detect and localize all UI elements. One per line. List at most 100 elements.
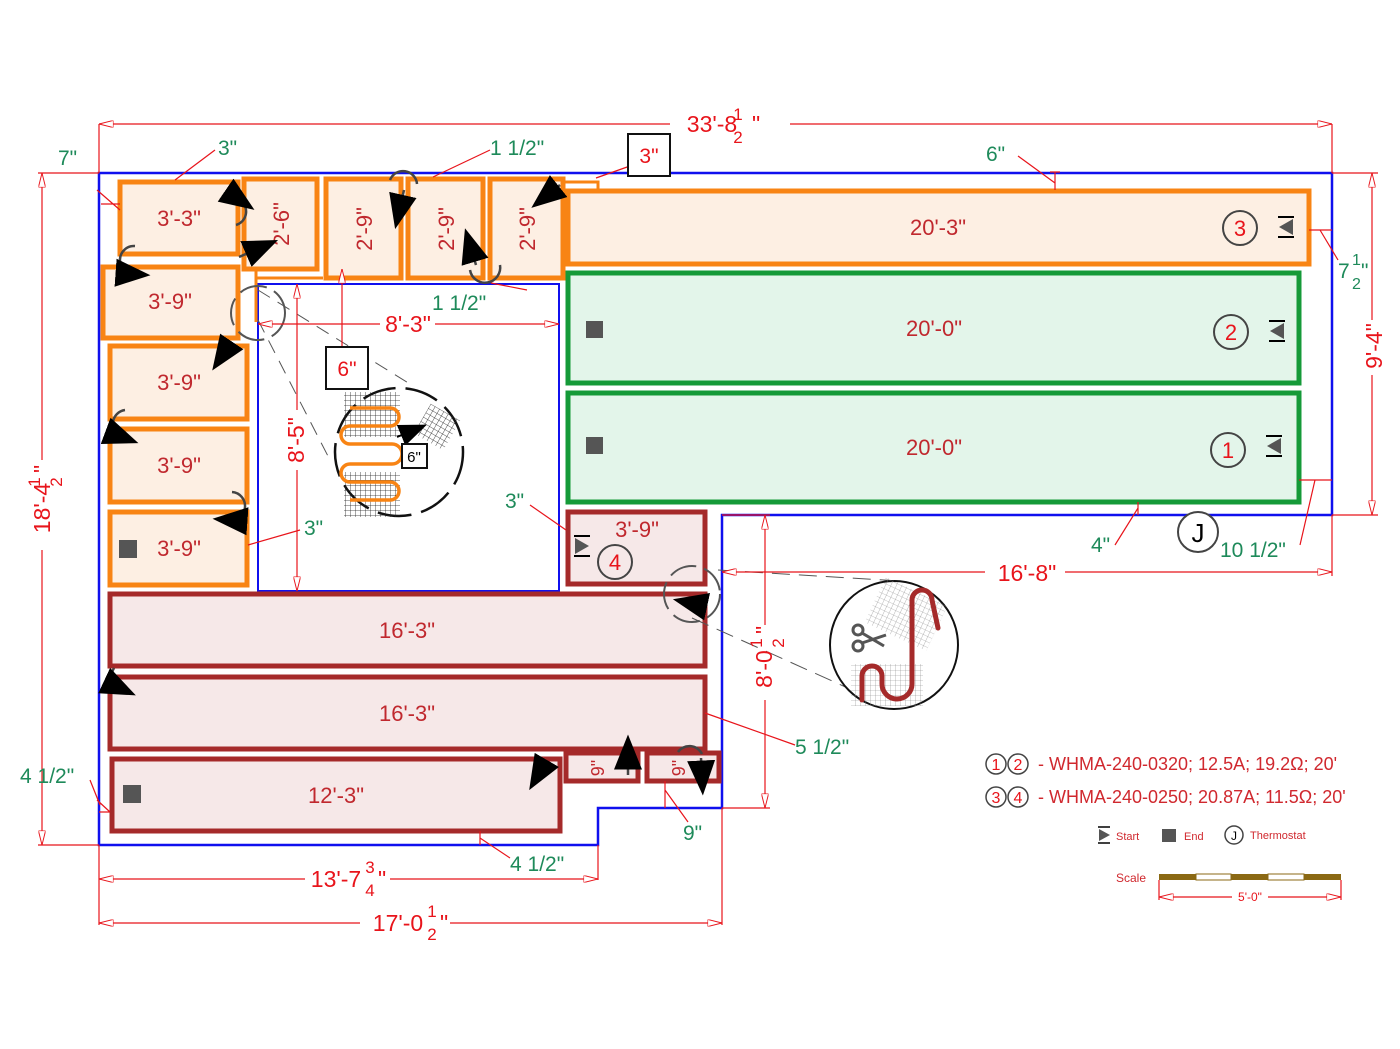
legend-row-1-text: - WHMA-240-0320; 12.5A; 19.2Ω; 20' xyxy=(1038,754,1337,774)
svg-text:1: 1 xyxy=(733,105,742,124)
svg-text:End: End xyxy=(1184,831,1204,843)
svg-text:1: 1 xyxy=(427,902,436,921)
svg-text:8'-0: 8'-0 xyxy=(751,650,777,688)
svg-text:1: 1 xyxy=(1222,438,1234,463)
legend-row-2: 3 4 - WHMA-240-0250; 20.87A; 11.5Ω; 20' xyxy=(985,786,1346,808)
mat-red-4[interactable] xyxy=(109,756,563,834)
inner-width-dim: 8'-3" xyxy=(385,311,431,337)
clearance-label: 7" xyxy=(58,147,77,170)
svg-text:": " xyxy=(29,465,55,473)
start-marker-3 xyxy=(1278,216,1294,238)
end-marker xyxy=(119,540,137,558)
circuit-badge-1: 1 xyxy=(1210,432,1246,468)
legend-thermostat: J Thermostat xyxy=(1224,825,1306,845)
scale-bar: Scale 5'-0" xyxy=(1116,871,1342,904)
mat-green-2[interactable] xyxy=(565,270,1302,386)
svg-text:Scale: Scale xyxy=(1116,871,1146,885)
svg-text:3": 3" xyxy=(639,145,658,168)
svg-text:2: 2 xyxy=(47,477,66,486)
clearance-label: 3" xyxy=(218,137,237,160)
circuit-4-mats xyxy=(107,509,722,834)
mat-label: 3'-9" xyxy=(148,289,192,314)
legend: 1 2 - WHMA-240-0320; 12.5A; 19.2Ω; 20' 3… xyxy=(985,753,1346,904)
mat-orange-3[interactable] xyxy=(323,176,404,281)
bottom-width-b-dim: 17'-0 1 2 " xyxy=(373,902,448,944)
turn-arrows xyxy=(98,169,716,796)
svg-text:3: 3 xyxy=(365,858,374,877)
mat-red-1[interactable] xyxy=(565,509,708,587)
clearance-label: 3" xyxy=(304,517,323,540)
circuit-badge-3: 3 xyxy=(1222,210,1258,246)
clearance-label: 10 1/2" xyxy=(1220,539,1286,562)
svg-text:33'-8: 33'-8 xyxy=(687,111,737,137)
mat-label: 9" xyxy=(669,760,689,776)
svg-text:1: 1 xyxy=(992,757,1001,774)
clearance-label: 9" xyxy=(683,822,702,845)
svg-text:2: 2 xyxy=(769,638,788,647)
boxed-label-top: 3" xyxy=(627,133,671,177)
svg-text:J: J xyxy=(1231,829,1237,843)
mat-label: 16'-3" xyxy=(379,618,435,643)
mat-label: 2'-9" xyxy=(434,207,459,251)
svg-text:2: 2 xyxy=(1352,276,1361,293)
mat-red-3[interactable] xyxy=(107,674,708,752)
detail-callout-circle xyxy=(663,565,721,623)
svg-text:3: 3 xyxy=(992,790,1001,807)
boxed-label-detail: 6" xyxy=(401,443,428,469)
legend-row-2-text: - WHMA-240-0250; 20.87A; 11.5Ω; 20' xyxy=(1038,787,1346,807)
end-marker xyxy=(123,785,141,803)
mat-label: 3'-9" xyxy=(157,453,201,478)
start-marker-1 xyxy=(1266,435,1282,457)
mat-green-1[interactable] xyxy=(565,390,1302,505)
right-height-dim: 9'-4" xyxy=(1361,323,1387,369)
svg-text:5'-0": 5'-0" xyxy=(1238,890,1262,904)
mat-label: 20'-0" xyxy=(906,316,962,341)
clearance-label: 4" xyxy=(1091,534,1110,557)
mat-orange-2[interactable] xyxy=(241,176,320,272)
svg-text:Start: Start xyxy=(1116,831,1139,843)
clearance-label: 3" xyxy=(505,490,524,513)
svg-text:": " xyxy=(440,910,448,936)
overall-width-dim: 33'-8 1 2 " xyxy=(687,105,760,147)
clearance-label: 5 1/2" xyxy=(795,736,849,759)
clearance-label-right: 7 1 2 " xyxy=(1338,252,1368,293)
mat-red-2[interactable] xyxy=(107,591,708,669)
clearance-label: 6" xyxy=(986,143,1005,166)
svg-text:13'-7: 13'-7 xyxy=(311,866,361,892)
mat-orange-6[interactable] xyxy=(565,188,1312,267)
mat-label: 12'-3" xyxy=(308,783,364,808)
svg-text:4: 4 xyxy=(365,881,374,900)
circuit-1-2-mats xyxy=(565,270,1302,505)
clearance-label: 4 1/2" xyxy=(510,853,564,876)
svg-text:1: 1 xyxy=(25,477,44,486)
svg-text:6": 6" xyxy=(337,358,356,381)
svg-text:2: 2 xyxy=(1225,320,1237,345)
mat-label: 2'-9" xyxy=(352,207,377,251)
svg-text:17'-0: 17'-0 xyxy=(373,910,423,936)
inner-height-dim: 8'-5" xyxy=(283,417,309,463)
svg-text:4: 4 xyxy=(1014,790,1023,807)
svg-text:1: 1 xyxy=(747,638,766,647)
end-marker xyxy=(586,437,603,454)
right-width-dim: 16'-8" xyxy=(998,560,1057,586)
inner-obstacle xyxy=(257,283,560,592)
svg-text:6": 6" xyxy=(407,449,421,466)
start-marker-2 xyxy=(1269,320,1285,342)
mat-label: 2'-6" xyxy=(269,202,294,246)
detail-callout-circle xyxy=(230,285,286,341)
svg-text:J: J xyxy=(1192,518,1205,548)
mat-label: 2'-9" xyxy=(515,207,540,251)
mat-label: 3'-9" xyxy=(157,536,201,561)
thermostat-symbol[interactable]: J xyxy=(1177,511,1219,553)
clearance-label: 1 1/2" xyxy=(432,292,486,315)
mat-label: 3'-3" xyxy=(157,206,201,231)
svg-text:18'-4: 18'-4 xyxy=(29,483,55,534)
circuit-3-mats xyxy=(100,176,1312,588)
detail-cut-view xyxy=(691,569,959,710)
svg-text:4: 4 xyxy=(609,550,621,575)
svg-text:2: 2 xyxy=(733,128,742,147)
svg-text:2: 2 xyxy=(1014,757,1023,774)
start-marker-4 xyxy=(574,535,590,557)
scissors-icon xyxy=(851,623,887,653)
